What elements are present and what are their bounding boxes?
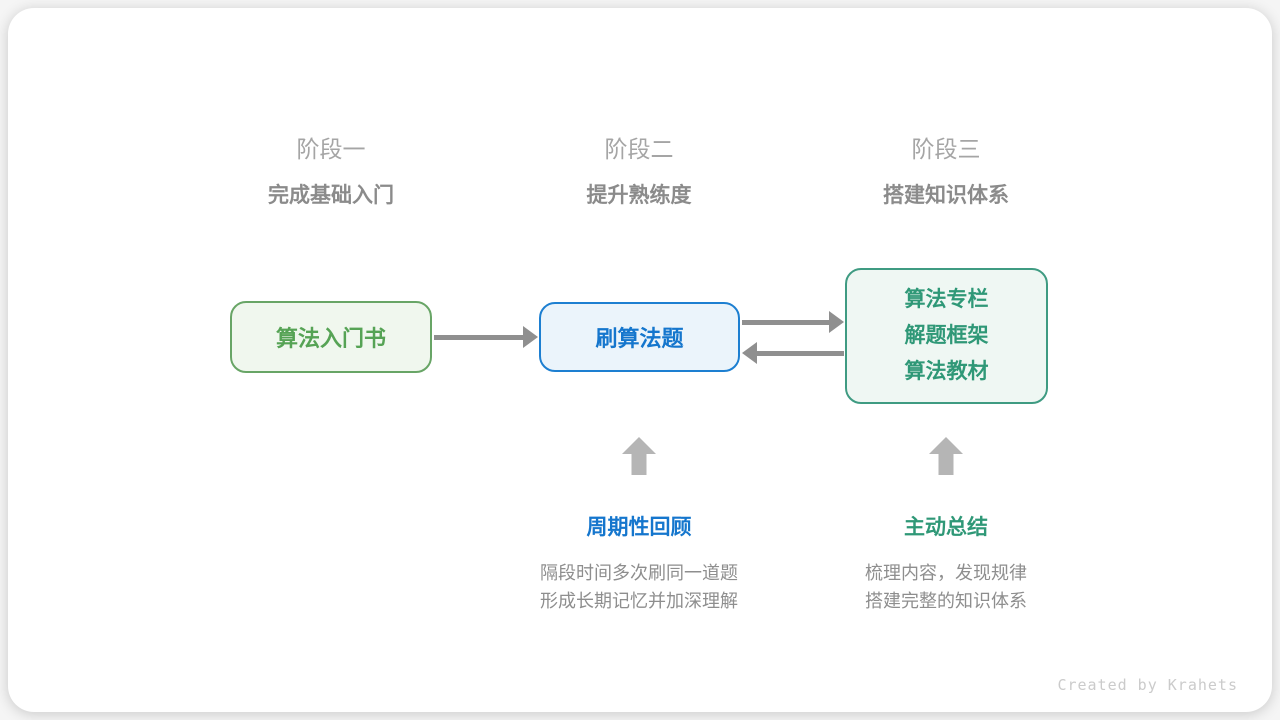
- up-arrow-stem: [631, 453, 647, 475]
- annotation-review-desc-line-2: 形成长期记忆并加深理解: [540, 591, 738, 611]
- arrow-book-to-problems-icon: [434, 326, 538, 348]
- arrow-shaft: [742, 319, 831, 325]
- annotation-summarize-desc: 梳理内容，发现规律 搭建完整的知识体系: [865, 559, 1027, 615]
- annotation-summarize-desc-line-1: 梳理内容，发现规律: [865, 563, 1027, 583]
- node-knowledge-sources: 算法专栏 解题框架 算法教材: [845, 268, 1048, 404]
- node-knowledge-line-3: 算法教材: [904, 360, 989, 383]
- annotation-summarize-desc-line-2: 搭建完整的知识体系: [865, 591, 1027, 611]
- stage-2-subtitle: 提升熟练度: [586, 184, 692, 207]
- arrow-head: [742, 342, 757, 364]
- node-intro-book: 算法入门书: [230, 301, 432, 373]
- up-arrow-review-icon: [622, 437, 656, 475]
- up-arrow-head: [622, 437, 656, 454]
- arrow-head: [829, 311, 844, 333]
- annotation-summarize-title: 主动总结: [904, 516, 988, 539]
- node-solve-problems: 刷算法题: [539, 302, 740, 372]
- node-solve-problems-label: 刷算法题: [595, 326, 684, 351]
- stage-2-label: 阶段二: [604, 136, 674, 162]
- arrow-knowledge-to-problems-icon: [742, 342, 844, 364]
- stage-3-subtitle: 搭建知识体系: [883, 184, 1009, 207]
- up-arrow-summarize-icon: [929, 437, 963, 475]
- stage-3-label: 阶段三: [911, 136, 981, 162]
- annotation-review-desc: 隔段时间多次刷同一道题 形成长期记忆并加深理解: [540, 559, 738, 615]
- stage-1-label: 阶段一: [296, 136, 366, 162]
- node-intro-book-label: 算法入门书: [275, 326, 386, 351]
- arrow-shaft: [434, 334, 525, 340]
- arrow-head: [523, 326, 538, 348]
- up-arrow-head: [929, 437, 963, 454]
- credit-text: Created by Krahets: [1057, 676, 1238, 694]
- node-knowledge-line-1: 算法专栏: [904, 288, 989, 311]
- annotation-review-desc-line-1: 隔段时间多次刷同一道题: [540, 563, 738, 583]
- node-knowledge-line-2: 解题框架: [904, 324, 989, 347]
- arrow-problems-to-knowledge-icon: [742, 311, 844, 333]
- arrow-shaft: [755, 350, 844, 356]
- annotation-review-title: 周期性回顾: [586, 516, 692, 539]
- up-arrow-stem: [938, 453, 954, 475]
- stage-1-subtitle: 完成基础入门: [268, 184, 394, 207]
